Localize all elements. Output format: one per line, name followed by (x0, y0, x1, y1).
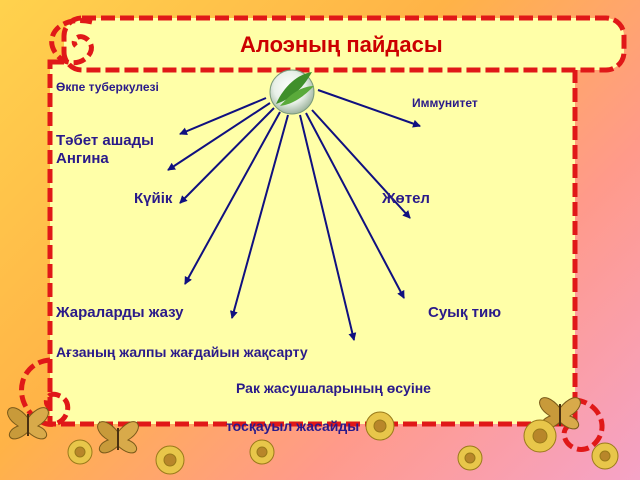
label-angina: Ангина (56, 150, 109, 167)
butterfly-icon (7, 407, 49, 440)
arrow-appetite (179, 97, 267, 135)
label-cold: Суық тию (428, 304, 502, 321)
scroll-curl-bottom (19, 357, 71, 427)
label-immunity: Иммунитет (412, 96, 478, 110)
label-general-health: Ағзаның жалпы жағдайын жақсарту (56, 344, 308, 360)
arrow-immunity (317, 89, 421, 128)
label-cancer-line1: Рак жасушаларының өсуіне (236, 380, 431, 396)
label-tuberculosis: Өкпе туберкулезі (56, 80, 159, 94)
arrows (167, 89, 421, 341)
aloe-leaf-icon (269, 69, 315, 115)
arrow-cold (305, 112, 405, 299)
flower-icon (67, 411, 619, 475)
title-banner (61, 15, 627, 73)
arrow-general (230, 114, 289, 319)
arrow-cough (311, 109, 411, 219)
scroll-curl-top (49, 18, 94, 66)
label-burn: Күйік (134, 190, 173, 207)
butterfly-icon (97, 421, 139, 454)
scroll-curl-right (561, 397, 605, 452)
arrow-wounds (184, 111, 281, 285)
label-cough: Жөтел (382, 190, 430, 207)
arrow-angina (167, 102, 271, 171)
arrow-burn (179, 107, 275, 204)
label-cancer-line2: тосқауыл жасайды (226, 418, 360, 434)
label-wounds: Жараларды жазу (56, 304, 184, 321)
label-appetite: Тәбет ашады (56, 132, 154, 149)
slide-title: Алоэның пайдасы (240, 32, 443, 57)
scroll-body (47, 59, 578, 427)
arrow-cancer (299, 114, 357, 341)
